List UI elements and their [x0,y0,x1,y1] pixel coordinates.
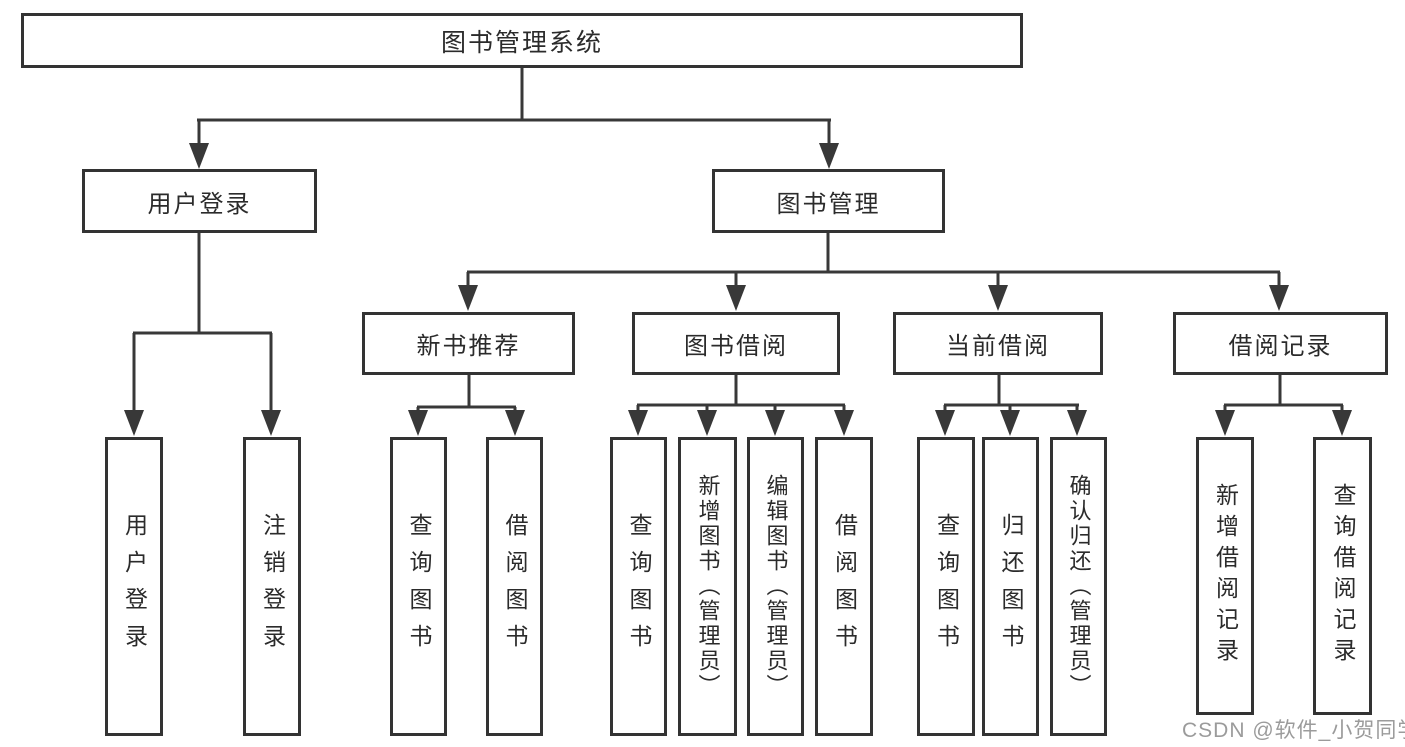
node-label-leaf-query-book-3: 查询图书 [933,512,960,661]
node-label-leaf-borrow-book-2: 借阅图书 [831,512,858,661]
node-new-book-recommend: 新书推荐 [362,312,575,375]
node-label-leaf-borrow-book-1: 借阅图书 [502,512,528,661]
node-leaf-confirm-return: 确认归还（管理员） [1050,437,1107,736]
node-current-borrowing: 当前借阅 [893,312,1103,375]
node-label-leaf-add-record: 新增借阅记录 [1212,483,1239,669]
node-borrowing-records: 借阅记录 [1173,312,1388,375]
node-label-current-borrowing: 当前借阅 [946,333,1050,360]
node-label-leaf-query-book-1: 查询图书 [406,512,432,661]
node-leaf-add-record: 新增借阅记录 [1196,437,1254,715]
node-label-leaf-edit-book: 编辑图书（管理员） [763,474,789,699]
node-leaf-user-login: 用户登录 [105,437,163,736]
node-label-leaf-return-book: 归还图书 [998,512,1024,661]
node-leaf-query-book-3: 查询图书 [917,437,975,736]
node-label-new-book-recommend: 新书推荐 [416,333,521,360]
node-label-root: 图书管理系统 [440,28,603,57]
node-leaf-edit-book: 编辑图书（管理员） [747,437,804,736]
node-leaf-logout: 注销登录 [243,437,301,736]
node-label-borrowing-records: 借阅记录 [1228,333,1333,360]
node-label-leaf-logout: 注销登录 [259,512,286,661]
node-leaf-borrow-book-1: 借阅图书 [486,437,543,736]
node-leaf-query-book-2: 查询图书 [610,437,667,736]
csdn-watermark: CSDN @软件_小贺同学 [1182,719,1405,742]
node-leaf-add-book: 新增图书（管理员） [678,437,737,736]
node-leaf-query-book-1: 查询图书 [390,437,447,736]
node-book-borrowing: 图书借阅 [632,312,840,375]
node-leaf-return-book: 归还图书 [982,437,1039,736]
node-leaf-query-record: 查询借阅记录 [1313,437,1372,715]
node-label-book-borrowing: 图书借阅 [684,333,788,360]
node-leaf-borrow-book-2: 借阅图书 [815,437,873,736]
node-label-leaf-query-book-2: 查询图书 [626,512,652,661]
node-label-leaf-add-book: 新增图书（管理员） [695,474,721,699]
node-book-management: 图书管理 [712,169,945,233]
node-label-leaf-query-record: 查询借阅记录 [1330,483,1356,669]
node-user-login: 用户登录 [82,169,317,233]
node-label-user-login: 用户登录 [147,190,252,218]
node-label-leaf-confirm-return: 确认归还（管理员） [1066,474,1092,699]
node-root: 图书管理系统 [21,13,1023,68]
node-label-leaf-user-login: 用户登录 [121,512,148,661]
node-label-book-management: 图书管理 [776,190,881,218]
